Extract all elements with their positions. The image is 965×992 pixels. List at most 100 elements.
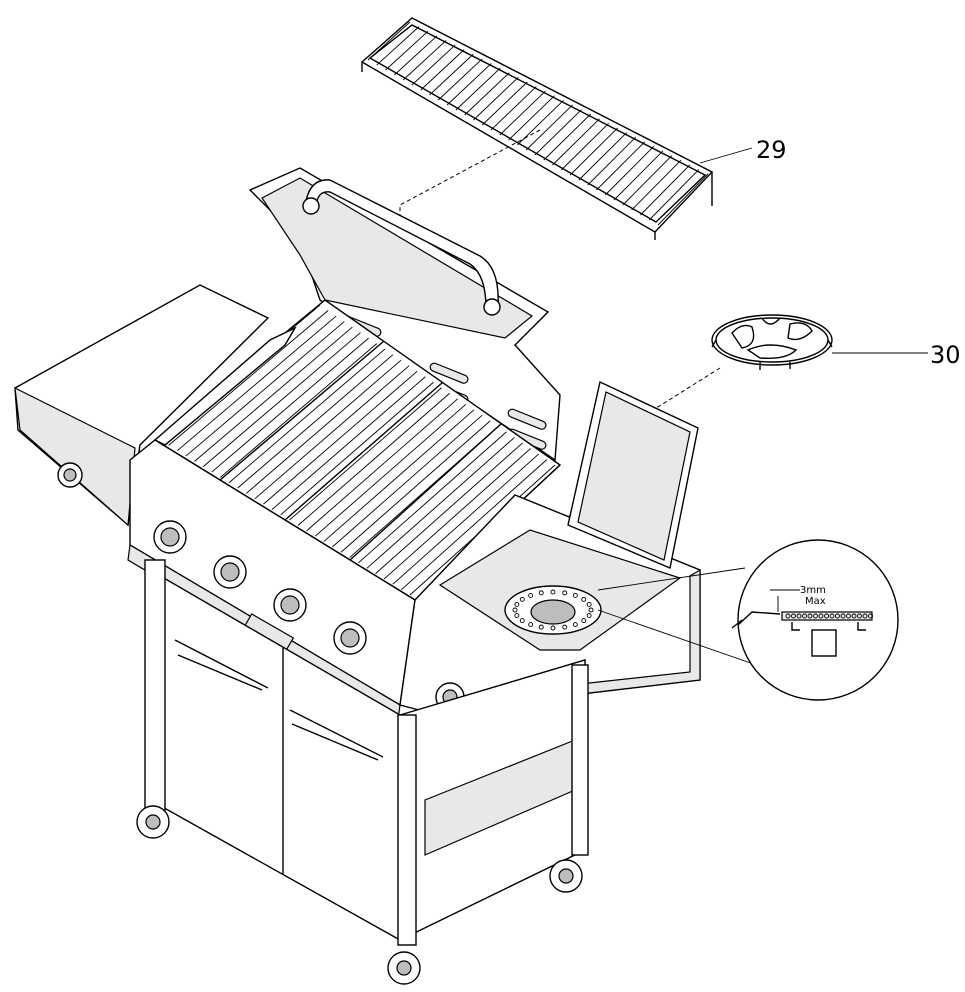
grate-divider — [284, 381, 443, 521]
burner-knob-cap — [280, 595, 300, 615]
rack-wire — [455, 67, 501, 111]
burner-port — [572, 622, 578, 628]
grate-bar — [375, 442, 523, 574]
burner-port — [528, 592, 534, 598]
burner-port — [538, 590, 544, 596]
detail-port — [851, 613, 857, 619]
rack-wire — [376, 26, 420, 66]
detail-port — [796, 613, 802, 619]
rack-wire — [578, 132, 628, 181]
rack-wire — [499, 90, 546, 136]
grate-bar — [401, 459, 548, 590]
gap-measurement-max: Max — [805, 596, 826, 607]
rack-wire — [657, 173, 709, 226]
igniter-gap-detail: 3mm Max — [597, 539, 899, 701]
rack-wire — [561, 123, 609, 171]
grate-bar — [289, 387, 442, 521]
rack-wire — [367, 21, 411, 61]
grate-bar — [297, 392, 450, 526]
detail-port — [829, 613, 835, 619]
callout-29-label: 29 — [756, 136, 787, 164]
burner-port — [514, 613, 520, 619]
rack-wire — [411, 44, 456, 86]
detail-port — [862, 613, 868, 619]
rack-wire — [508, 95, 555, 141]
burner-knob-cap — [160, 527, 180, 547]
rack-wire — [613, 150, 664, 201]
callout-30-label: 30 — [930, 341, 961, 369]
rack-wire — [437, 58, 483, 101]
grate-bar — [228, 348, 386, 484]
grate-bar — [271, 376, 426, 510]
rack-wire — [429, 53, 474, 96]
grate-bar — [332, 415, 483, 548]
rack-wire — [464, 72, 510, 116]
burner-port — [512, 607, 518, 613]
rack-frame-inner — [368, 24, 707, 223]
grate-bar — [176, 315, 337, 452]
grate-bar — [280, 381, 434, 516]
detail-port — [868, 613, 873, 619]
grate-bar — [220, 343, 378, 478]
rack-wire — [534, 109, 582, 156]
burner-port — [514, 601, 520, 607]
burner-port — [572, 592, 578, 598]
warming-rack — [360, 17, 714, 240]
detail-port — [791, 613, 796, 619]
rack-wire — [420, 49, 465, 91]
grate-bar — [263, 370, 418, 505]
grate-bar — [366, 437, 515, 569]
grill-lid — [248, 167, 561, 462]
burner-port — [581, 596, 587, 602]
rack-wire — [394, 35, 438, 76]
rack-wire — [622, 155, 673, 206]
rack-wire — [402, 40, 447, 81]
detail-port — [813, 613, 818, 619]
lid-vent-slot — [429, 362, 469, 384]
grate-bar — [323, 409, 475, 542]
burner-port — [519, 618, 525, 624]
caster-rear-right — [549, 859, 583, 893]
rack-wire — [631, 159, 682, 211]
burner-port — [519, 596, 525, 602]
rack-wire — [604, 146, 655, 196]
detail-port — [818, 613, 824, 619]
rack-wire — [596, 141, 646, 191]
rack-wire — [525, 104, 573, 151]
burner-port — [550, 589, 556, 595]
left-side-shelf — [14, 284, 270, 527]
detail-port — [857, 613, 862, 619]
rack-wire — [543, 113, 591, 161]
rack-wire — [640, 164, 691, 216]
callout-29-leader — [699, 147, 753, 164]
rack-wire — [385, 30, 429, 71]
lid-vent-slot — [507, 408, 547, 430]
side-burner-shelf — [399, 380, 701, 736]
detail-port — [824, 613, 829, 619]
grate-divider — [219, 340, 385, 481]
burner-port — [550, 625, 556, 631]
grate-bar — [185, 321, 345, 457]
grate-bar — [392, 453, 540, 585]
burner-port — [581, 618, 587, 624]
grate-bar — [237, 354, 394, 489]
grate-bar — [194, 326, 353, 462]
burner-port — [562, 624, 568, 630]
rack-wire — [569, 127, 619, 176]
rack-wire — [490, 86, 537, 131]
grate-divider — [349, 423, 502, 561]
grate-bar — [306, 398, 459, 532]
caster-front-left — [136, 805, 170, 839]
burner-port — [586, 613, 592, 619]
grate-bar — [254, 365, 410, 500]
burner-port — [538, 624, 544, 630]
burner-knob-cap — [340, 628, 360, 648]
rack-wire — [587, 136, 637, 186]
grate-bar — [340, 420, 491, 553]
rack-wire — [481, 81, 528, 126]
grate-bar — [245, 359, 402, 494]
burner-port — [562, 590, 568, 596]
burner-port — [588, 607, 594, 613]
rack-frame — [360, 17, 714, 233]
